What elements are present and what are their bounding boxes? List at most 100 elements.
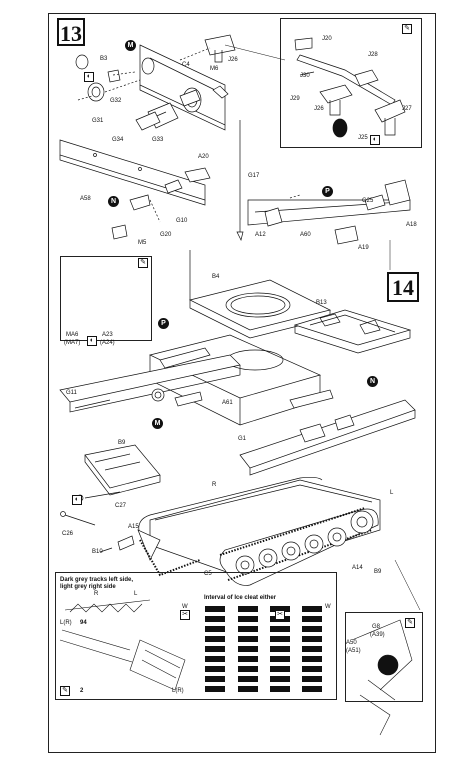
circled-m-step13: M <box>125 40 136 51</box>
glue-icon: ◐ <box>87 336 97 346</box>
circled-p-step13: P <box>322 186 333 197</box>
label-c27: C27 <box>115 503 127 509</box>
glue-icon: ◐ <box>370 135 380 145</box>
label-a60: A60 <box>300 232 311 238</box>
label-c4: C4 <box>182 62 190 68</box>
label-g10: G10 <box>176 218 188 224</box>
label-r: R <box>212 482 217 488</box>
part-count-icon: ✂ <box>180 610 190 620</box>
label-b13: B13 <box>316 300 327 306</box>
label-track-l: L <box>134 591 138 597</box>
hull-a61-drawing <box>148 334 322 426</box>
paint-icon: ✎ <box>60 686 70 696</box>
label-j26-inset: J26 <box>314 106 324 112</box>
step-13-number: 13 <box>57 18 85 46</box>
circled-n-step13: N <box>108 196 119 207</box>
label-g31: G31 <box>92 118 104 124</box>
label-l: L <box>390 490 394 496</box>
label-j29: J29 <box>290 96 300 102</box>
label-g32: G32 <box>110 98 122 104</box>
ice-cleat-columns <box>205 606 322 692</box>
hull-b4-drawing <box>188 250 332 339</box>
label-ma6: MA6 <box>66 332 79 338</box>
tracks-note-line1: Dark grey tracks left side, <box>60 577 134 583</box>
label-j26: J26 <box>228 57 238 63</box>
label-m5: M5 <box>138 240 147 246</box>
label-g33: G33 <box>152 137 164 143</box>
fender-a58-drawing <box>59 139 211 240</box>
label-a12: A12 <box>255 232 266 238</box>
label-a61: A61 <box>222 400 233 406</box>
label-a19: A19 <box>358 245 369 251</box>
lower-hull-tracks-drawing <box>137 476 381 586</box>
sprocket-inset-drawing <box>351 619 413 736</box>
deck-b9-drawing <box>84 444 161 496</box>
label-j25: J25 <box>358 135 368 141</box>
circled-n-step14: N <box>367 376 378 387</box>
step-14-number: 14 <box>387 272 419 302</box>
label-g8: G8 <box>372 624 381 630</box>
label-j30: J30 <box>300 73 310 79</box>
glue-icon: ◐ <box>72 495 82 505</box>
paint-icon: ✎ <box>405 618 415 628</box>
label-w-right: W <box>325 604 331 610</box>
label-a15: A15 <box>128 524 139 530</box>
label-b9-right: B9 <box>374 569 382 575</box>
label-a23: A23 <box>102 332 113 338</box>
part-count-icon: ✂ <box>275 610 285 620</box>
label-b9: B9 <box>118 440 126 446</box>
label-a58: A58 <box>80 196 91 202</box>
label-j28: J28 <box>368 52 378 58</box>
label-a39: (A39) <box>370 632 385 638</box>
label-c5: C5 <box>204 571 212 577</box>
label-j20: J20 <box>322 36 332 42</box>
label-track-94: 94 <box>80 620 87 626</box>
inset-tracks <box>55 572 337 700</box>
ice-cleat-note: Interval of Ice cleat either <box>204 595 277 601</box>
page-frame <box>48 13 436 753</box>
label-b10: B10 <box>92 549 103 555</box>
label-w-left: W <box>182 604 188 610</box>
label-m6: M6 <box>210 66 219 72</box>
label-g34: G34 <box>112 137 124 143</box>
label-ma7: (MA7) <box>64 340 81 346</box>
label-a18: A18 <box>406 222 417 228</box>
inset-j-parts-drawing <box>294 37 406 138</box>
circled-m-step14: M <box>152 418 163 429</box>
label-b4: B4 <box>212 274 220 280</box>
label-g11: G11 <box>66 390 77 396</box>
label-a14: A14 <box>352 565 363 571</box>
label-g20: G20 <box>160 232 172 238</box>
deck-b13-drawing <box>293 309 412 354</box>
side-g1-drawing <box>239 389 416 476</box>
parts-g31-g34-drawing <box>75 54 201 131</box>
paint-icon: ✎ <box>138 258 148 268</box>
label-a24: (A24) <box>100 340 115 346</box>
label-count-2: 2 <box>80 688 84 694</box>
label-track-lr: L(R) <box>60 620 72 626</box>
glue-icon: ◐ <box>84 72 94 82</box>
paint-icon: ✎ <box>402 24 412 34</box>
tracks-note-line2: light grey right side <box>60 584 116 590</box>
fender-a60-drawing <box>236 120 411 245</box>
label-g1: G1 <box>238 436 247 442</box>
label-b3: B3 <box>100 56 108 62</box>
label-track-r: R <box>94 591 99 597</box>
plate-c4-drawing <box>139 34 236 131</box>
label-g17: G17 <box>248 173 260 179</box>
label-g25: G25 <box>362 198 374 204</box>
inset-side-detail <box>60 256 152 341</box>
track-panel-drawing <box>59 599 186 691</box>
label-j27: J27 <box>402 106 412 112</box>
label-a51: (A51) <box>346 648 361 654</box>
label-c26: C26 <box>62 531 74 537</box>
inset-sprocket <box>345 612 423 702</box>
inset-j-parts <box>280 18 422 148</box>
circled-p-step14: P <box>158 318 169 329</box>
label-lr-bottom: L(R) <box>172 688 184 694</box>
label-a20: A20 <box>198 154 209 160</box>
side-g11-drawing <box>59 354 241 413</box>
label-a50: A50 <box>346 640 357 646</box>
